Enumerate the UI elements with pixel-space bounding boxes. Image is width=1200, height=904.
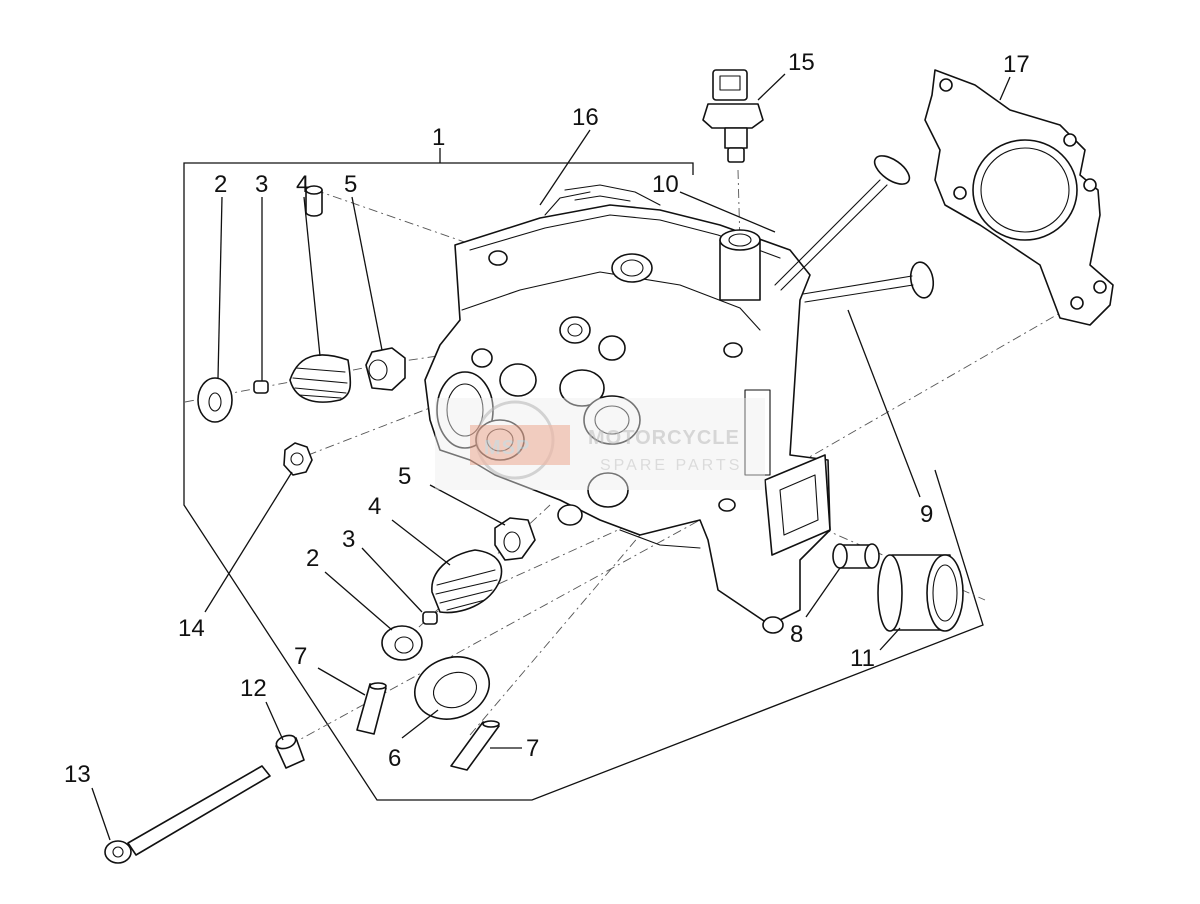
callout-7: 7 — [526, 735, 539, 762]
watermark-title: MOTORCYCLE — [588, 427, 740, 449]
hex-nut — [283, 442, 313, 476]
needle-bearing-small — [832, 543, 880, 569]
callout-11: 11 — [850, 645, 875, 672]
callout-5: 5 — [398, 463, 411, 490]
callout-15: 15 — [788, 49, 815, 76]
callout-13: 13 — [64, 761, 91, 788]
watermark-badge: MSP — [484, 437, 530, 459]
bushing — [275, 734, 305, 769]
callout-2: 2 — [306, 545, 319, 572]
callout-4: 4 — [368, 493, 381, 520]
watermark-subtitle: SPARE PARTS — [600, 457, 742, 474]
upper-valve-train — [197, 347, 406, 423]
washer — [414, 656, 490, 720]
callout-5: 5 — [344, 171, 357, 198]
dowel-pins — [356, 682, 500, 771]
needle-bearing-large — [877, 554, 964, 632]
callout-7: 7 — [294, 643, 307, 670]
callout-12: 12 — [240, 675, 267, 702]
assembly-group-frame — [183, 162, 984, 801]
callout-2: 2 — [214, 171, 227, 198]
callout-4: 4 — [296, 171, 309, 198]
callout-10: 10 — [652, 171, 679, 198]
callout-16: 16 — [572, 104, 599, 131]
intake-valve — [774, 155, 911, 291]
callout-3: 3 — [255, 171, 268, 198]
head-gasket — [924, 69, 1114, 326]
callout-labels: 1 2 3 4 5 16 15 17 10 9 5 4 3 2 14 7 12 … — [64, 49, 1030, 788]
callout-1: 1 — [432, 124, 445, 151]
leader-lines — [91, 73, 1011, 841]
watermark: MSP MOTORCYCLE SPARE PARTS — [435, 398, 765, 490]
callout-17: 17 — [1003, 51, 1030, 78]
temperature-sensor — [702, 69, 764, 163]
callout-9: 9 — [920, 501, 933, 528]
exhaust-valve — [802, 261, 935, 303]
callout-8: 8 — [790, 621, 803, 648]
lower-valve-train — [381, 517, 536, 661]
callout-6: 6 — [388, 745, 401, 772]
callout-14: 14 — [178, 615, 205, 642]
callout-3: 3 — [342, 526, 355, 553]
cylinder-bolt — [104, 765, 271, 864]
